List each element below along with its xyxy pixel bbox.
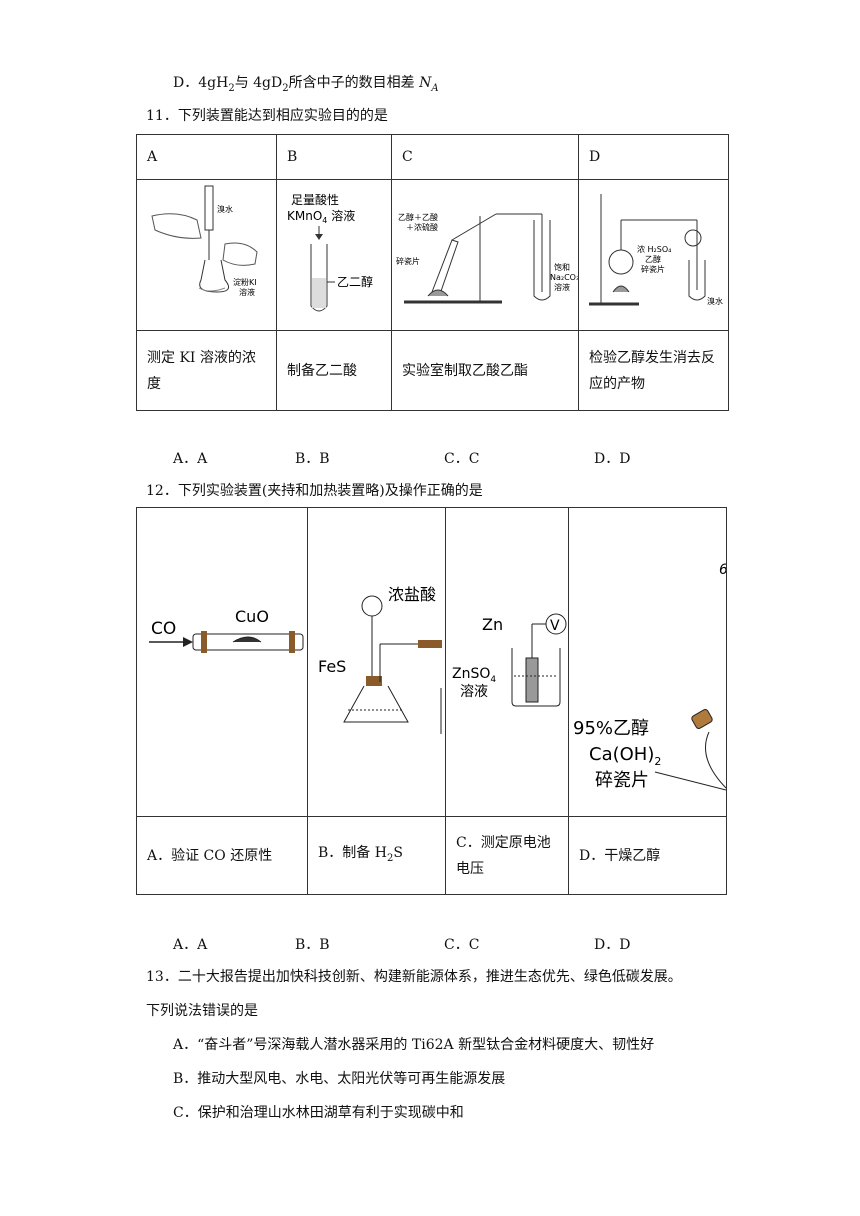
svg-text:乙二醇: 乙二醇 <box>337 274 373 289</box>
svg-text:CuO: CuO <box>235 607 269 626</box>
q12-figure-d-cell: 6 95%乙醇 Ca(OH)2 碎瓷片 <box>568 507 728 817</box>
q11-choice-b[interactable]: B．B <box>295 451 330 467</box>
svg-text:溶液: 溶液 <box>554 282 570 292</box>
q11-purpose-b: 制备乙二酸 <box>276 330 392 411</box>
svg-text:足量酸性: 足量酸性 <box>291 192 339 207</box>
q11-header-b: B <box>276 134 392 180</box>
svg-text:ZnSO4: ZnSO4 <box>452 666 496 685</box>
q13-option-b[interactable]: B．推动大型风电、水电、太阳光伏等可再生能源发展 <box>173 1071 506 1087</box>
q12-choice-d[interactable]: D．D <box>594 937 631 953</box>
svg-text:95%乙醇: 95%乙醇 <box>573 718 649 739</box>
q11-figure-a-cell: 溴水 淀粉KI 溶液 <box>136 179 277 331</box>
h2s-preparation-figure: 浓盐酸 FeS <box>318 585 442 734</box>
svg-text:FeS: FeS <box>318 657 346 676</box>
q11-choice-d[interactable]: D．D <box>594 451 631 467</box>
q11-figure-d-cell: 浓 H₂SO₄ 乙醇 碎瓷片 溴水 <box>578 179 729 331</box>
svg-text:Na₂CO₃: Na₂CO₃ <box>550 273 578 282</box>
q11-purpose-c: 实验室制取乙酸乙酯 <box>391 330 579 411</box>
q11-figure-b-cell: 足量酸性 KMnO4 溶液 乙二醇 <box>276 179 392 331</box>
ester-preparation-figure: 乙醇＋乙酸 ＋浓硫酸 碎瓷片 饱和 Na₂CO₃ 溶液 <box>396 212 579 304</box>
q11-choices: A．A B．B C．C D．D <box>173 448 673 468</box>
q11-figure-c-cell: 乙醇＋乙酸 ＋浓硫酸 碎瓷片 饱和 Na₂CO₃ 溶液 <box>391 179 579 331</box>
bromine-label: 溴水 <box>217 204 233 214</box>
titration-apparatus-figure: 溴水 淀粉KI 溶液 <box>151 185 258 297</box>
q11-purpose-a: 测定 KI 溶液的浓度 <box>136 330 277 411</box>
q12-caption-c: C．测定原电池电压 <box>445 816 569 895</box>
elimination-reaction-figure: 浓 H₂SO₄ 乙醇 碎瓷片 溴水 <box>589 194 723 306</box>
q12-figure-c-cell: Zn V ZnSO4 溶液 <box>445 507 569 817</box>
q12-stem: 12．下列实验装置(夹持和加热装置略)及操作正确的是 <box>146 483 483 499</box>
test-tube-figure: 足量酸性 KMnO4 溶液 乙二醇 <box>287 192 373 312</box>
svg-text:碎瓷片: 碎瓷片 <box>641 264 665 274</box>
svg-text:溶液: 溶液 <box>239 287 255 297</box>
q12-choice-b[interactable]: B．B <box>295 937 330 953</box>
svg-text:乙醇: 乙醇 <box>645 254 661 264</box>
svg-text:浓 H₂SO₄: 浓 H₂SO₄ <box>637 245 671 254</box>
q11-header-c: C <box>391 134 579 180</box>
q12-choice-c[interactable]: C．C <box>444 937 480 953</box>
q12-choice-a[interactable]: A．A <box>173 937 208 953</box>
q11-stem: 11．下列装置能达到相应实验目的的是 <box>146 108 388 124</box>
svg-text:溴水: 溴水 <box>707 296 723 306</box>
q12-figure-b-cell: 浓盐酸 FeS <box>307 507 446 817</box>
q13-stem-line2: 下列说法错误的是 <box>146 1003 258 1019</box>
q12-caption-d: D．干燥乙醇 <box>568 816 727 895</box>
svg-text:＋浓硫酸: ＋浓硫酸 <box>406 222 438 232</box>
q11-choice-c[interactable]: C．C <box>444 451 480 467</box>
q12-figure-a-cell: CO CuO <box>136 507 308 817</box>
voltage-cell-figure: Zn V ZnSO4 溶液 <box>452 613 567 707</box>
q12-caption-b: B．制备 H2S <box>307 816 446 895</box>
svg-text:淀粉KI: 淀粉KI <box>233 277 257 287</box>
svg-text:溶液: 溶液 <box>460 684 488 700</box>
svg-text:6: 6 <box>719 562 726 578</box>
q11-table: A B C D 溴水 淀粉KI 溶液 足量酸性 KMnO4 溶液 <box>136 134 729 411</box>
svg-text:碎瓷片: 碎瓷片 <box>396 256 420 266</box>
q13-option-c[interactable]: C．保护和治理山水林田湖草有利于实现碳中和 <box>173 1105 464 1121</box>
q11-purpose-d: 检验乙醇发生消去反应的产物 <box>578 330 729 411</box>
co-reduction-figure: CO CuO <box>149 607 304 653</box>
q11-choice-a[interactable]: A．A <box>173 451 208 467</box>
svg-text:乙醇＋乙酸: 乙醇＋乙酸 <box>398 212 438 222</box>
svg-text:碎瓷片: 碎瓷片 <box>595 770 649 791</box>
q13-stem-line1: 13．二十大报告提出加快科技创新、构建新能源体系，推进生态优先、绿色低碳发展。 <box>146 969 682 985</box>
svg-text:CO: CO <box>151 619 176 639</box>
q12-table: CO CuO 浓盐酸 FeS <box>136 507 728 895</box>
q13-option-a[interactable]: A．“奋斗者”号深海载人潜水器采用的 Ti62A 新型钛合金材料硬度大、韧性好 <box>173 1037 655 1053</box>
ethanol-drying-figure: 6 95%乙醇 Ca(OH)2 碎瓷片 <box>573 562 728 791</box>
svg-text:饱和: 饱和 <box>554 262 570 272</box>
q10-option-d: D．4gH2与 4gD2所含中子的数目相差 NA <box>173 75 439 94</box>
svg-text:Zn: Zn <box>482 615 503 634</box>
q11-header-d: D <box>578 134 729 180</box>
q11-header-a: A <box>136 134 277 180</box>
svg-text:KMnO4 溶液: KMnO4 溶液 <box>287 208 355 225</box>
svg-text:浓盐酸: 浓盐酸 <box>388 585 436 604</box>
q12-choices: A．A B．B C．C D．D <box>173 934 673 954</box>
svg-text:V: V <box>550 618 560 634</box>
q12-caption-a: A．验证 CO 还原性 <box>136 816 308 895</box>
svg-text:Ca(OH)2: Ca(OH)2 <box>589 744 661 768</box>
